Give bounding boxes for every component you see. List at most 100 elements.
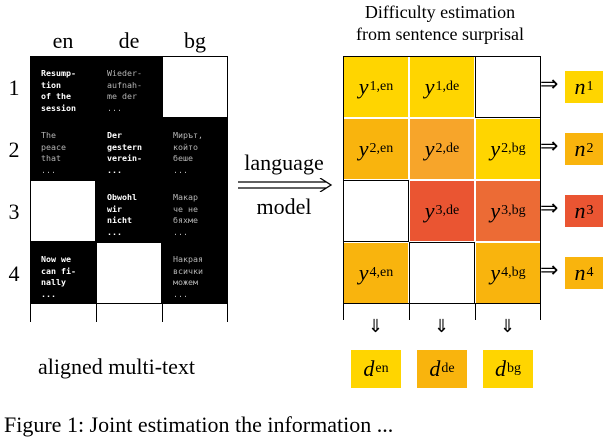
cell-variable: y [358,260,369,285]
cell-sentence: Obwohl wir nicht ... [107,192,137,237]
row-difficulty-subscript: 2 [586,141,594,156]
cell-sentence: Now we can fi- nally ... [41,254,76,299]
implies-arrow-icon: ⇒ [540,134,559,159]
missing-cell [96,242,162,304]
text-cell: Der gestern verein- ... [96,118,162,180]
cell-sentence: Накрая всички можем ... [173,254,203,299]
missing-cell [162,56,228,118]
grid-tick [227,304,228,322]
missing-cell [30,180,96,242]
cell-variable: y [490,260,501,285]
arrow-label-language: language [244,150,324,175]
text-cell: Resump- tion of the session [30,56,96,118]
implies-down-arrow-icon: ⇓ [500,316,516,337]
implies-down-arrow-icon: ⇓ [368,316,384,337]
cell-sentence: Мирът, който беше ... [173,130,203,175]
column-difficulty-variable: d [495,356,506,381]
empty-cell [475,56,541,118]
empty-cell [343,180,409,242]
implies-arrow-icon: ⇒ [540,72,559,97]
cell-subscript: 1,de [435,79,460,94]
cell-variable: y [424,198,435,223]
text-cell: Макар че не бяхме ... [162,180,228,242]
text-cell: Накрая всички можем ... [162,242,228,304]
row-difficulty-subscript: 1 [586,79,594,94]
figure-caption: Figure 1: Joint estimation the informati… [4,412,394,437]
row-number-2: 2 [8,137,20,162]
row-number-3: 3 [8,199,20,224]
cell-variable: y [490,198,501,223]
cell-subscript: 3,de [435,203,460,218]
row-difficulty-variable: n [574,136,586,161]
grid-tick [409,304,410,320]
lang-header-bg: bg [184,28,206,53]
text-cell: Obwohl wir nicht ... [96,180,162,242]
column-difficulty-subscript: en [375,361,389,376]
cell-variable: y [424,136,435,161]
cell-variable: y [424,74,435,99]
column-difficulty-subscript: de [441,361,455,376]
cell-subscript: 2,de [435,141,460,156]
surprisal-grid-frame [343,56,541,304]
double-right-arrow-icon [238,178,333,192]
difficulty-title-line2: from sentence surprisal [356,24,524,44]
difficulty-title-line1: Difficulty estimation [364,2,516,22]
cell-subscript: 2,en [369,141,394,156]
text-cell: The peace that ... [30,118,96,180]
cell-subscript: 2,bg [501,141,526,156]
row-difficulty-variable: n [574,74,586,99]
empty-cell [409,242,475,304]
row-number-1: 1 [8,75,20,100]
row-difficulty-subscript: 4 [586,265,594,280]
grid-tick [343,304,344,320]
cell-sentence: Der gestern verein- ... [107,130,142,175]
column-difficulty-variable: d [429,356,441,381]
implies-down-arrow-icon: ⇓ [434,316,450,337]
cell-subscript: 3,bg [501,203,526,218]
cell-subscript: 1,en [369,79,394,94]
row-difficulty-variable: n [574,260,586,285]
implies-arrow-icon: ⇒ [540,196,559,221]
grid-tick [96,304,97,322]
cell-sentence: Wieder- aufnah- me der ... [107,68,142,113]
row-number-4: 4 [8,261,20,286]
cell-subscript: 4,en [369,265,394,280]
grid-tick [475,304,476,320]
cell-sentence: Resump- tion of the session [41,68,76,113]
cell-subscript: 4,bg [501,265,526,280]
grid-tick [540,304,541,320]
implies-arrow-icon: ⇒ [540,258,559,283]
column-difficulty-subscript: bg [507,361,521,376]
cell-sentence: The peace that ... [41,130,66,175]
lang-header-en: en [52,28,74,53]
cell-variable: y [358,74,369,99]
cell-variable: y [358,136,369,161]
row-difficulty-variable: n [574,198,586,223]
text-cell: Мирът, който беше ... [162,118,228,180]
text-cell: Wieder- aufnah- me der ... [96,56,162,118]
column-difficulty-variable: d [363,356,375,381]
grid-tick [30,304,31,322]
row-difficulty-subscript: 3 [586,203,594,218]
text-cell: Now we can fi- nally ... [30,242,96,304]
arrow-label-model: model [256,194,312,219]
grid-tick [162,304,163,322]
aligned-multitext-caption: aligned multi-text [38,354,196,379]
cell-sentence: Макар че не бяхме ... [173,192,198,237]
cell-variable: y [490,136,501,161]
